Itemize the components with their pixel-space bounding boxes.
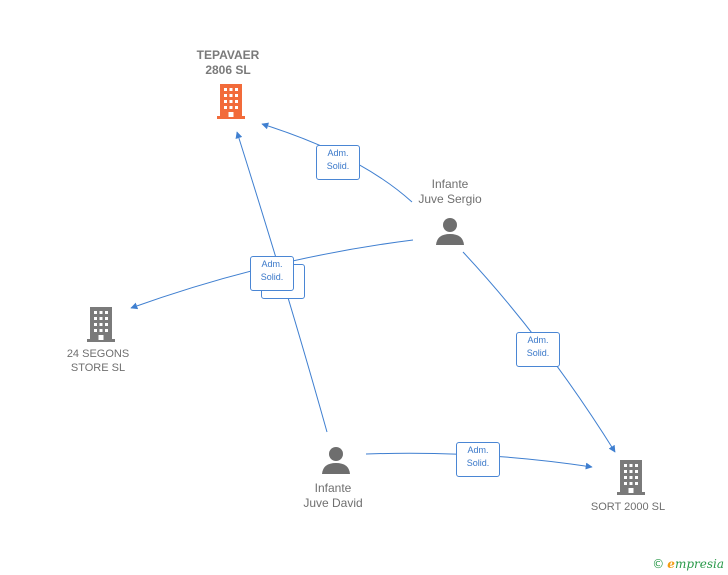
person-icon (436, 218, 464, 245)
person-label-juve-david[interactable]: Infante Juve David (303, 481, 363, 510)
building-icon (617, 460, 645, 495)
company-label-sort-2000[interactable]: SORT 2000 SL (590, 501, 666, 513)
person-icon (322, 447, 350, 474)
relation-label[interactable]: Adm. Solid. (456, 442, 500, 477)
relation-label[interactable]: Adm. Solid. (316, 145, 360, 180)
empresia-logo: ©empresia (652, 557, 724, 571)
building-icon (217, 84, 245, 119)
person-label-juve-sergio[interactable]: Infante Juve Sergio (418, 177, 482, 206)
building-icon (87, 307, 115, 342)
company-label-tepavaer[interactable]: TEPAVAER 2806 SL (196, 48, 260, 77)
relation-label[interactable]: Adm. Solid. (250, 256, 294, 291)
company-label-24-segons[interactable]: 24 SEGONS STORE SL (66, 348, 130, 374)
relation-label[interactable]: Adm. Solid. (516, 332, 560, 367)
copyright-icon: © (652, 557, 665, 571)
